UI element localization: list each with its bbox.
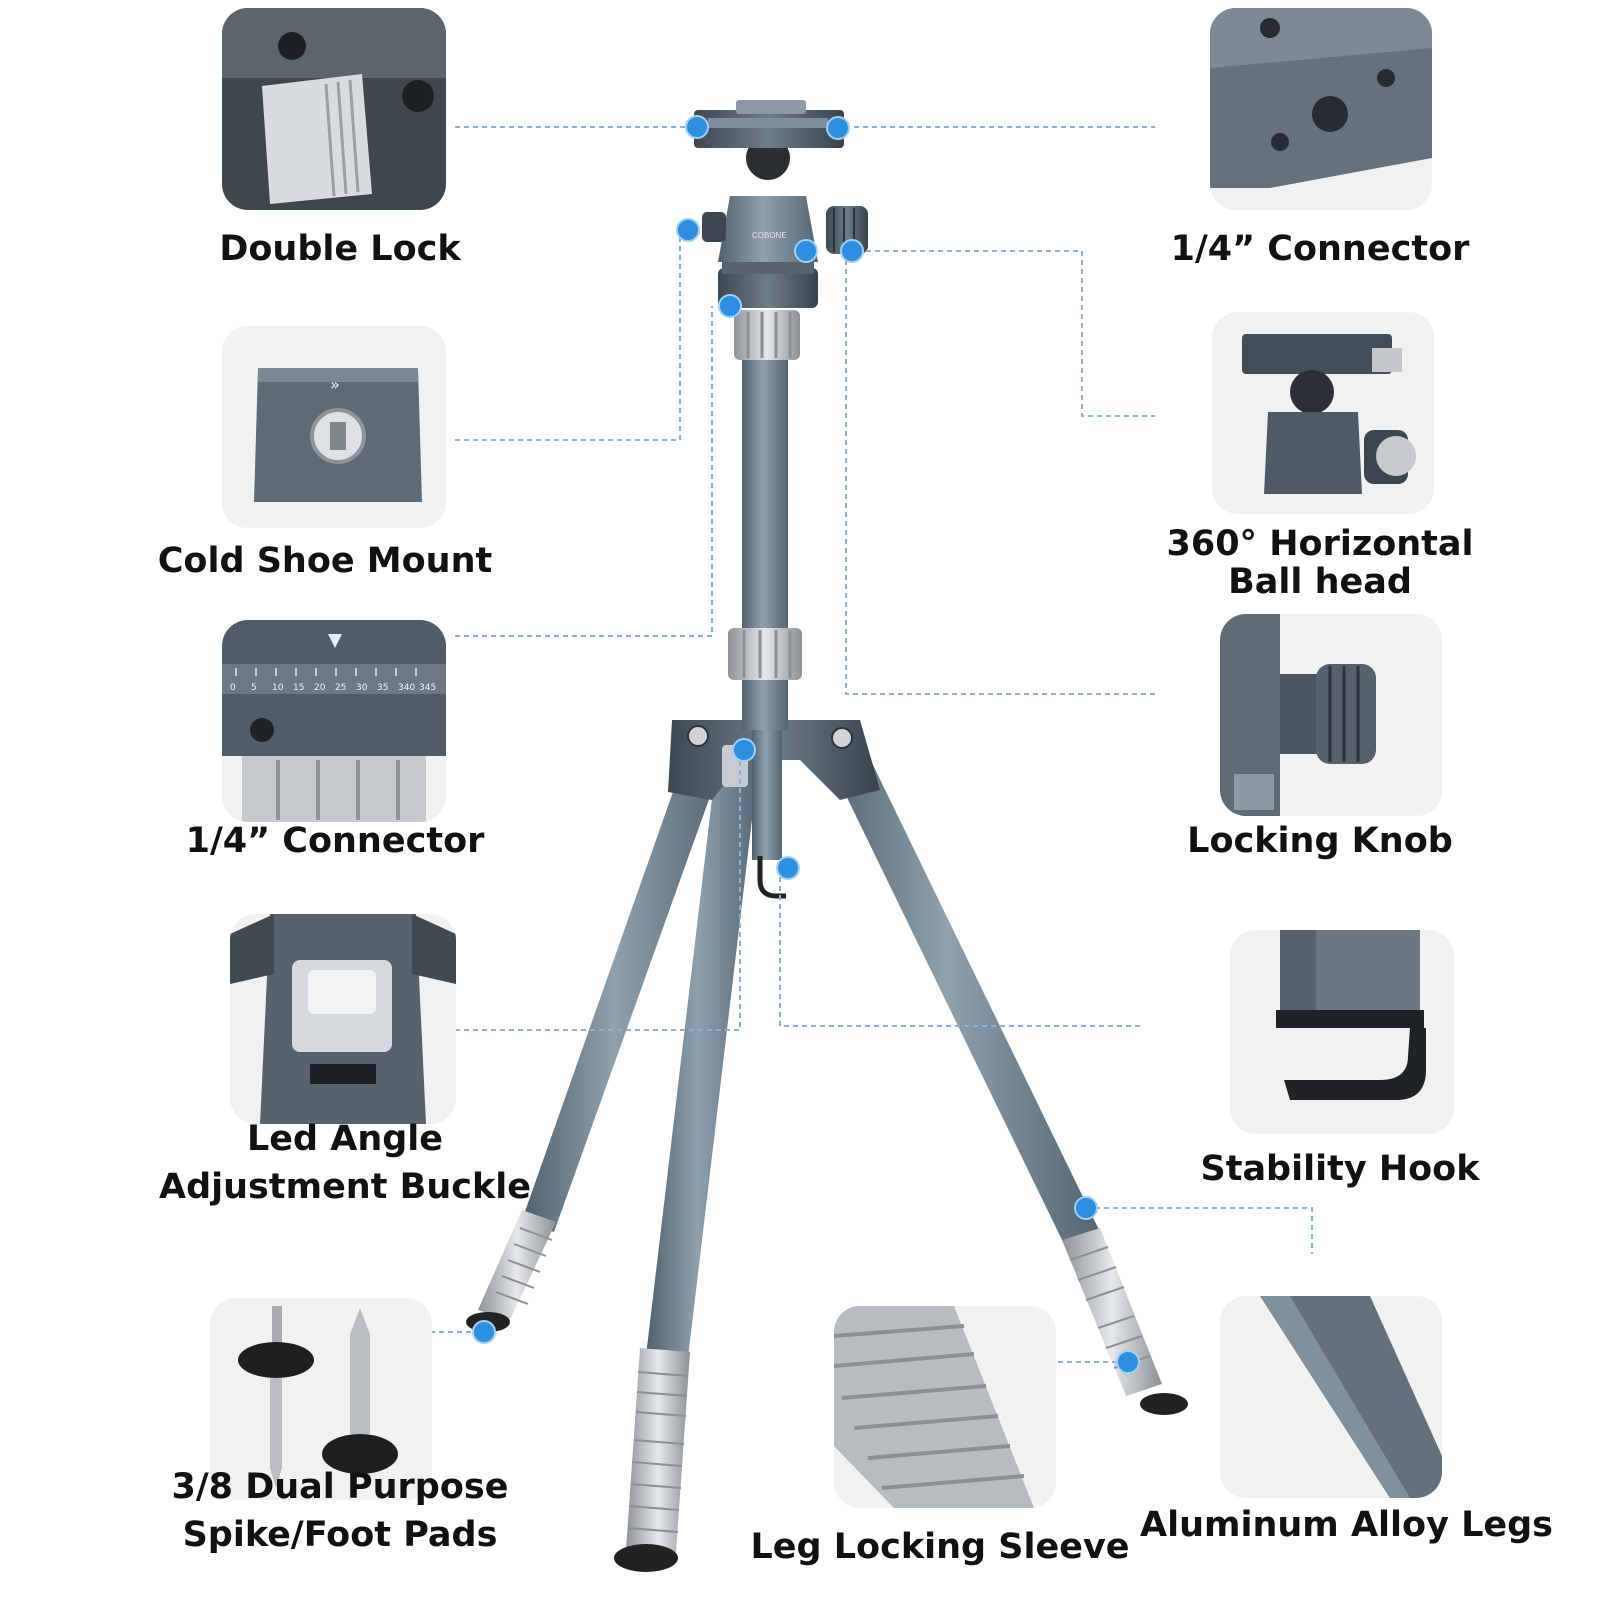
locking-knob-photo [1220, 614, 1442, 816]
brand-mark: COBONE [752, 231, 787, 240]
svg-text:»: » [330, 375, 340, 394]
leg-angle-buckle-label-line1: Led Angle [246, 1119, 444, 1159]
ball-head-label-line1: 360° Horizontal [1166, 524, 1474, 564]
dial-tick-label: 10 [272, 683, 284, 693]
stability-hook-label: Stability Hook [1200, 1149, 1480, 1189]
dial-tick-label: 345 [419, 683, 436, 693]
dial-tick-label: 0 [230, 683, 236, 693]
double-lock-label: Double Lock [219, 229, 461, 269]
double-lock-photo [222, 8, 446, 210]
ball-head-label: 360° Horizontal Ball head [1150, 525, 1490, 601]
spike-foot-pads-photo [210, 1298, 432, 1500]
dial-tick-label: 5 [251, 683, 257, 693]
cold-shoe-photo: » [222, 326, 446, 528]
stability-hook-photo [1230, 930, 1454, 1134]
quarter-connector-mid-label: 1/4” Connector [185, 821, 485, 861]
spike-pads-label-line2: Spike/Foot Pads [182, 1515, 498, 1555]
alloy-legs-label: Aluminum Alloy Legs [1140, 1505, 1554, 1545]
leg-angle-buckle-label-line2: Adjustment Buckle [158, 1167, 531, 1207]
dial-tick-label: 35 [377, 683, 388, 693]
column-collar-lower [728, 628, 802, 680]
column-collar-upper [734, 310, 800, 360]
leader-lines [430, 126, 1313, 1363]
ball-head-photo [1212, 312, 1434, 514]
tripod-leg-front [614, 748, 760, 1572]
dial-tick-label: 30 [356, 683, 368, 693]
dial-tick-label: 20 [314, 683, 326, 693]
leg-angle-buckle-photo [230, 914, 456, 1124]
quarter-connector-top-label: 1/4” Connector [1170, 229, 1470, 269]
quick-release-plate [694, 100, 844, 148]
dial-tick-label: 15 [293, 683, 304, 693]
tripod-leg-left [466, 738, 726, 1332]
tripod-leg-right [820, 730, 1188, 1415]
ball-head-label-line2: Ball head [1228, 562, 1412, 602]
panning-base-photo: 0 5 10 15 20 25 30 35 340 345 [222, 620, 446, 822]
top-plate-screw-photo [1210, 8, 1432, 210]
ball-head [702, 136, 868, 308]
dial-tick-label: 340 [398, 683, 415, 693]
leg-sleeve-label: Leg Locking Sleeve [750, 1527, 1130, 1567]
alloy-leg-photo [1220, 1296, 1442, 1498]
dial-tick-label: 25 [335, 683, 346, 693]
locking-knob-label: Locking Knob [1187, 821, 1453, 861]
leg-angle-buckle-label: Led Angle Adjustment Buckle [150, 1120, 540, 1206]
leg-locking-sleeve-photo [834, 1306, 1056, 1508]
spike-pads-label-line1: 3/8 Dual Purpose [171, 1467, 509, 1507]
callout-dots [472, 115, 1140, 1374]
spike-pads-label: 3/8 Dual Purpose Spike/Foot Pads [150, 1468, 530, 1554]
cold-shoe-label: Cold Shoe Mount [157, 541, 493, 581]
